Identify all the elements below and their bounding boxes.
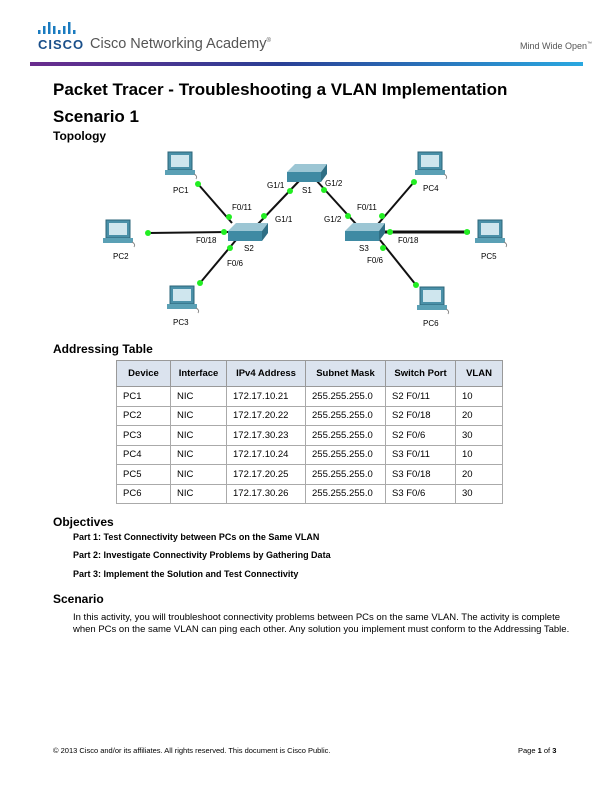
topology-heading: Topology bbox=[53, 129, 107, 143]
table-cell: 20 bbox=[455, 464, 503, 485]
svg-text:G1/2: G1/2 bbox=[325, 179, 343, 188]
pc5-icon bbox=[474, 219, 508, 248]
table-cell: 30 bbox=[455, 483, 503, 504]
table-cell: NIC bbox=[170, 405, 227, 426]
s1-label: S1 bbox=[302, 186, 312, 195]
svg-text:F0/11: F0/11 bbox=[357, 203, 377, 212]
table-cell: S3 F0/18 bbox=[385, 464, 456, 485]
table-cell: 255.255.255.0 bbox=[305, 386, 386, 407]
table-cell: 30 bbox=[455, 425, 503, 446]
cisco-logo-icon bbox=[38, 22, 76, 34]
table-cell: 172.17.20.22 bbox=[226, 405, 306, 426]
s3-switch-icon bbox=[345, 223, 385, 241]
table-cell: 10 bbox=[455, 444, 503, 465]
table-cell: 172.17.30.23 bbox=[226, 425, 306, 446]
pc2-icon bbox=[102, 219, 136, 248]
pc4-label: PC4 bbox=[423, 184, 439, 193]
pc6-label: PC6 bbox=[423, 319, 439, 328]
table-cell: 255.255.255.0 bbox=[305, 425, 386, 446]
table-cell: S2 F0/18 bbox=[385, 405, 456, 426]
pc4-icon bbox=[414, 151, 448, 180]
table-cell: S3 F0/6 bbox=[385, 483, 456, 504]
table-cell: NIC bbox=[170, 483, 227, 504]
table-cell: PC5 bbox=[116, 464, 171, 485]
svg-text:G1/1: G1/1 bbox=[267, 181, 285, 190]
cisco-logo-text: CISCO bbox=[38, 37, 85, 52]
table-cell: PC1 bbox=[116, 386, 171, 407]
pc1-icon bbox=[164, 151, 198, 180]
academy-name: Cisco Networking Academy® bbox=[90, 36, 271, 52]
svg-text:F0/18: F0/18 bbox=[196, 236, 217, 245]
s3-label: S3 bbox=[359, 244, 369, 253]
svg-text:G1/2: G1/2 bbox=[324, 215, 342, 224]
pc3-label: PC3 bbox=[173, 318, 189, 327]
table-cell: NIC bbox=[170, 386, 227, 407]
svg-text:F0/18: F0/18 bbox=[398, 236, 419, 245]
pc3-icon bbox=[166, 285, 200, 314]
table-cell: 172.17.10.21 bbox=[226, 386, 306, 407]
table-cell: 172.17.20.25 bbox=[226, 464, 306, 485]
table-cell: PC6 bbox=[116, 483, 171, 504]
svg-text:G1/1: G1/1 bbox=[275, 215, 293, 224]
pc6-icon bbox=[416, 286, 450, 315]
table-cell: 172.17.30.26 bbox=[226, 483, 306, 504]
s2-label: S2 bbox=[244, 244, 254, 253]
scenario-text: In this activity, you will troubleshoot … bbox=[73, 612, 570, 636]
addressing-table: Device Interface IPv4 Address Subnet Mas… bbox=[116, 360, 503, 504]
objective-part-2: Part 2: Investigate Connectivity Problem… bbox=[73, 550, 331, 560]
table-cell: PC3 bbox=[116, 425, 171, 446]
svg-text:F0/6: F0/6 bbox=[367, 256, 384, 265]
objective-part-1: Part 1: Test Connectivity between PCs on… bbox=[73, 532, 320, 542]
table-cell: NIC bbox=[170, 444, 227, 465]
header-gradient-bar bbox=[30, 62, 583, 66]
table-cell: 10 bbox=[455, 386, 503, 407]
footer-copyright: © 2013 Cisco and/or its affiliates. All … bbox=[53, 746, 331, 755]
page-number: Page 1 of 3 bbox=[518, 746, 557, 755]
pc2-label: PC2 bbox=[113, 252, 129, 261]
table-cell: 255.255.255.0 bbox=[305, 405, 386, 426]
tagline: Mind Wide Open™ bbox=[520, 41, 593, 51]
table-cell: 255.255.255.0 bbox=[305, 464, 386, 485]
objectives-heading: Objectives bbox=[53, 515, 114, 529]
table-cell: PC2 bbox=[116, 405, 171, 426]
table-cell: S3 F0/11 bbox=[385, 444, 456, 465]
table-cell: 172.17.10.24 bbox=[226, 444, 306, 465]
scenario-heading: Scenario bbox=[53, 592, 104, 606]
table-cell: PC4 bbox=[116, 444, 171, 465]
table-cell: NIC bbox=[170, 464, 227, 485]
pc1-label: PC1 bbox=[173, 186, 189, 195]
objective-part-3: Part 3: Implement the Solution and Test … bbox=[73, 569, 299, 579]
s2-switch-icon bbox=[228, 223, 268, 241]
table-cell: NIC bbox=[170, 425, 227, 446]
svg-text:F0/11: F0/11 bbox=[232, 203, 252, 212]
s1-switch-icon bbox=[287, 164, 327, 182]
svg-text:F0/6: F0/6 bbox=[227, 259, 244, 268]
table-cell: S2 F0/6 bbox=[385, 425, 456, 446]
table-cell: 255.255.255.0 bbox=[305, 444, 386, 465]
table-cell: S2 F0/11 bbox=[385, 386, 456, 407]
pc5-label: PC5 bbox=[481, 252, 497, 261]
addressing-heading: Addressing Table bbox=[53, 342, 153, 356]
topology-diagram: PC1 PC2 PC3 PC4 PC5 PC6 S1 S2 S3 F0/11 G… bbox=[102, 151, 508, 328]
document-title: Packet Tracer - Troubleshooting a VLAN I… bbox=[53, 80, 508, 126]
table-cell: 255.255.255.0 bbox=[305, 483, 386, 504]
table-cell: 20 bbox=[455, 405, 503, 426]
